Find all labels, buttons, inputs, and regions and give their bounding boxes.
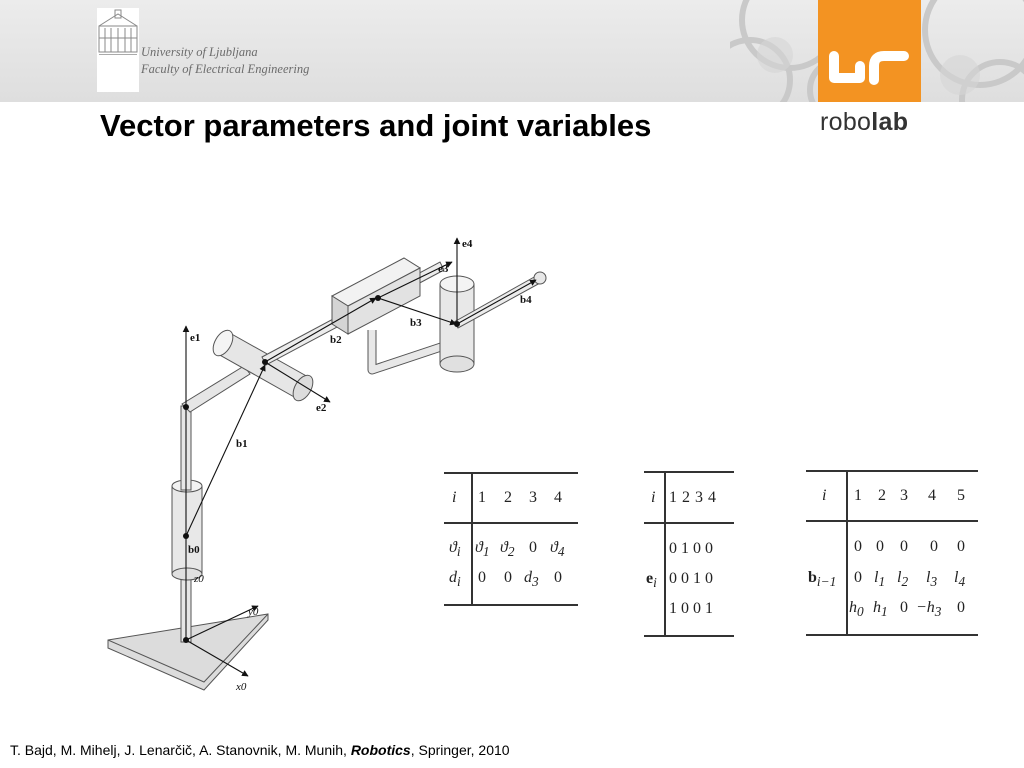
table1-d-4: 0	[554, 569, 562, 586]
table1-theta-4: ϑ4	[550, 539, 565, 560]
label-b3: b3	[410, 317, 422, 329]
table3-r3-c3: 0	[900, 599, 908, 616]
table3-r2-c3: l2	[897, 569, 909, 590]
table3-row-header: i	[822, 487, 827, 504]
table3-col-4: 4	[928, 487, 936, 504]
table1-theta-2: ϑ2	[500, 539, 515, 560]
table1-theta-label: ϑi	[449, 539, 461, 560]
table2-row-3: 1 0 0 1	[669, 600, 713, 617]
table3-r1-c4: 0	[930, 538, 938, 555]
lower-cylinder	[171, 479, 203, 581]
axis-y0	[185, 605, 259, 641]
label-e3: e3	[438, 263, 449, 275]
table3-col-5: 5	[957, 487, 965, 504]
lr-logo-icon	[829, 51, 909, 85]
table3-r1-c1: 0	[854, 538, 862, 555]
table1-col-2: 2	[504, 489, 512, 506]
page-title: Vector parameters and joint variables	[100, 108, 652, 143]
label-b1: b1	[236, 438, 248, 450]
robolab-wordmark: robolab	[820, 108, 908, 137]
table3-r3-c5: 0	[957, 599, 965, 616]
base-plate	[107, 613, 269, 691]
table1-d-1: 0	[478, 569, 486, 586]
table3-col-3: 3	[900, 487, 908, 504]
robolab-bold: lab	[871, 108, 909, 136]
citation-authors: T. Bajd, M. Mihelj, J. Lenarčič, A. Stan…	[10, 742, 351, 758]
robot-mechanism-diagram: e4 e3 b4 b3 b2 e1 e2 b1 b0 z0 y0 x0	[107, 237, 547, 693]
label-b2: b2	[330, 334, 342, 346]
position-vectors-table: i 1 2 3 4 5 bi−1 0 0 0 0 0 0 l1 l2 l3 l4…	[806, 468, 978, 638]
table2-cols: 1 2 3 4	[669, 489, 716, 506]
table1-d-2: 0	[504, 569, 512, 586]
table3-col-1: 1	[854, 487, 862, 504]
elbow-rod	[181, 365, 251, 413]
table3-r2-c4: l3	[926, 569, 938, 590]
axis-x0	[185, 639, 249, 677]
vector-b1	[185, 364, 266, 537]
university-name: University of Ljubljana Faculty of Elect…	[141, 44, 309, 78]
label-b4: b4	[520, 294, 532, 306]
table3-r2-c1: 0	[854, 569, 862, 586]
table3-r1-c2: 0	[876, 538, 884, 555]
table3-r3-c2: h1	[873, 599, 888, 620]
table1-col-4: 4	[554, 489, 562, 506]
table1-d-3: d3	[524, 569, 539, 590]
table2-label: ei	[646, 570, 657, 591]
label-e4: e4	[462, 238, 473, 250]
university-line: University of Ljubljana	[141, 45, 258, 59]
citation-footer: T. Bajd, M. Mihelj, J. Lenarčič, A. Stan…	[10, 742, 510, 758]
unit-vectors-table: i 1 2 3 4 ei 0 1 0 0 0 0 1 0 1 0 0 1	[644, 470, 734, 640]
table1-d-label: di	[449, 569, 461, 590]
vector-b3	[377, 297, 457, 326]
citation-book-title: Robotics	[350, 742, 411, 758]
table3-r2-c2: l1	[874, 569, 886, 590]
table3-r2-c5: l4	[954, 569, 966, 590]
header-banner: University of Ljubljana Faculty of Elect…	[0, 0, 1024, 102]
table3-r3-c1: h0	[849, 599, 864, 620]
end-ball	[533, 271, 547, 285]
table3-r1-c5: 0	[957, 538, 965, 555]
table3-label: bi−1	[808, 569, 837, 590]
table1-col-3: 3	[529, 489, 537, 506]
table1-col-1: 1	[478, 489, 486, 506]
label-z0: z0	[193, 573, 204, 585]
decorative-circles-icon	[730, 0, 1024, 102]
table3-r3-c4: −h3	[916, 599, 942, 620]
table1-row-header: i	[452, 489, 457, 506]
table1-theta-1: ϑ1	[475, 539, 490, 560]
joint-variables-table: i 1 2 3 4 ϑi ϑ1 ϑ2 0 ϑ4 di 0 0 d3 0	[444, 470, 578, 610]
table1-theta-3: 0	[529, 539, 537, 556]
vector-e2	[264, 361, 331, 403]
table3-col-2: 2	[878, 487, 886, 504]
vector-b2	[264, 297, 377, 363]
vector-e3	[377, 261, 453, 299]
table2-row-2: 0 0 1 0	[669, 570, 713, 587]
label-b0: b0	[188, 544, 200, 556]
faculty-line: Faculty of Electrical Engineering	[141, 62, 310, 76]
table2-row-header: i	[651, 489, 656, 506]
prismatic-box	[330, 257, 422, 335]
table3-r1-c3: 0	[900, 538, 908, 555]
label-x0: x0	[235, 681, 247, 693]
vector-b4	[456, 279, 537, 325]
citation-publisher: , Springer, 2010	[410, 742, 510, 758]
table2-row-1: 0 1 0 0	[669, 540, 713, 557]
label-e2: e2	[316, 402, 327, 414]
robolab-light: robo	[820, 108, 872, 136]
label-y0: y0	[247, 606, 259, 618]
university-emblem-icon	[97, 8, 139, 92]
robolab-logo	[818, 0, 921, 102]
label-e1: e1	[190, 332, 200, 344]
